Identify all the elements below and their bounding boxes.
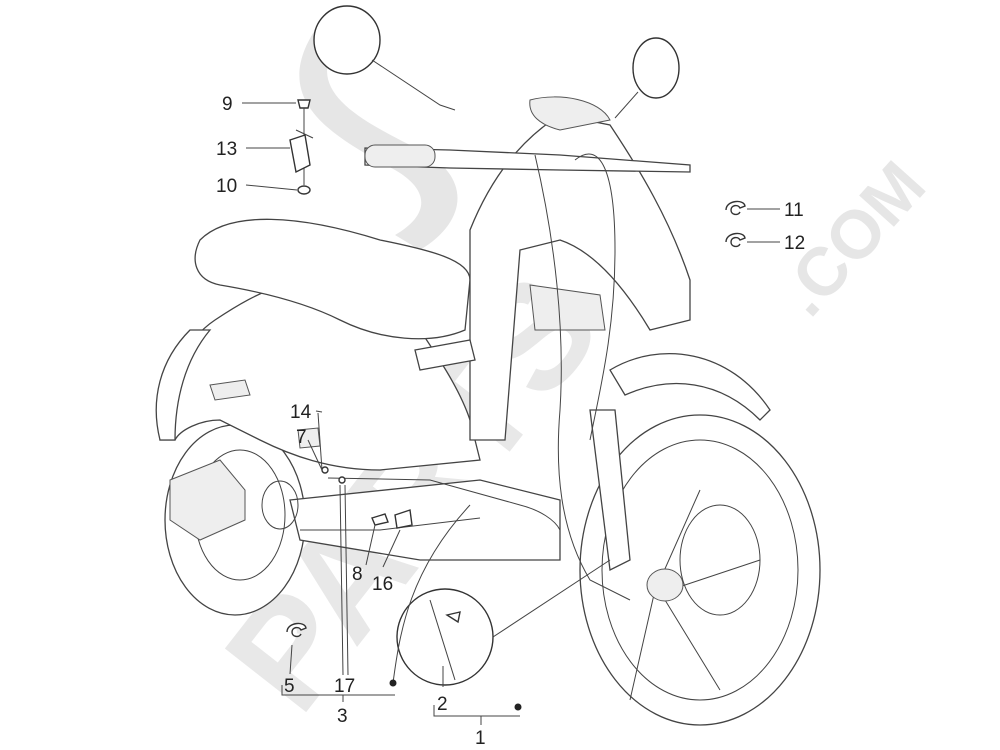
- front-wheel: [579, 414, 821, 726]
- callout-11: 11: [784, 200, 804, 221]
- clip-part-12: [725, 232, 746, 248]
- throttle-cable: [327, 477, 561, 531]
- callout-12: 12: [784, 233, 805, 254]
- nut-part-10: [297, 185, 311, 195]
- callout-2: 2: [437, 694, 448, 715]
- callout-7: 7: [296, 427, 307, 448]
- engine-cover: [169, 459, 246, 541]
- bracket3-dot: [389, 679, 397, 687]
- cables: [300, 153, 631, 601]
- callout-5: 5: [284, 676, 295, 697]
- callout-16: 16: [372, 574, 393, 595]
- callout-10: 10: [216, 176, 237, 197]
- bracket-part-13: [289, 129, 314, 174]
- right-mirror: [614, 37, 680, 119]
- front-brake-cable: [574, 153, 616, 441]
- callout-14: 14: [290, 402, 312, 423]
- detail-circle: [396, 559, 611, 686]
- brake-disc: [679, 504, 761, 616]
- callout-13: 13: [216, 139, 237, 160]
- bracket1-dot: [514, 703, 522, 711]
- small-hardware: [297, 427, 413, 529]
- callout-1: 1: [475, 728, 486, 749]
- callout-17: 17: [334, 676, 355, 697]
- scooter-drawing: [155, 96, 821, 726]
- clip-part-11: [725, 200, 746, 216]
- callout-labels: 9 13 10 11 12 14 7 8 16 5 17 3 2 1: [216, 94, 805, 749]
- left-mirror: [313, 5, 456, 111]
- leader-lines: [242, 102, 780, 725]
- callout-8: 8: [352, 564, 363, 585]
- rear-brake-cable: [534, 154, 631, 601]
- clip-part-5: [286, 622, 307, 638]
- seat: [194, 218, 471, 340]
- callout-9: 9: [222, 94, 233, 115]
- callout-3: 3: [337, 706, 348, 727]
